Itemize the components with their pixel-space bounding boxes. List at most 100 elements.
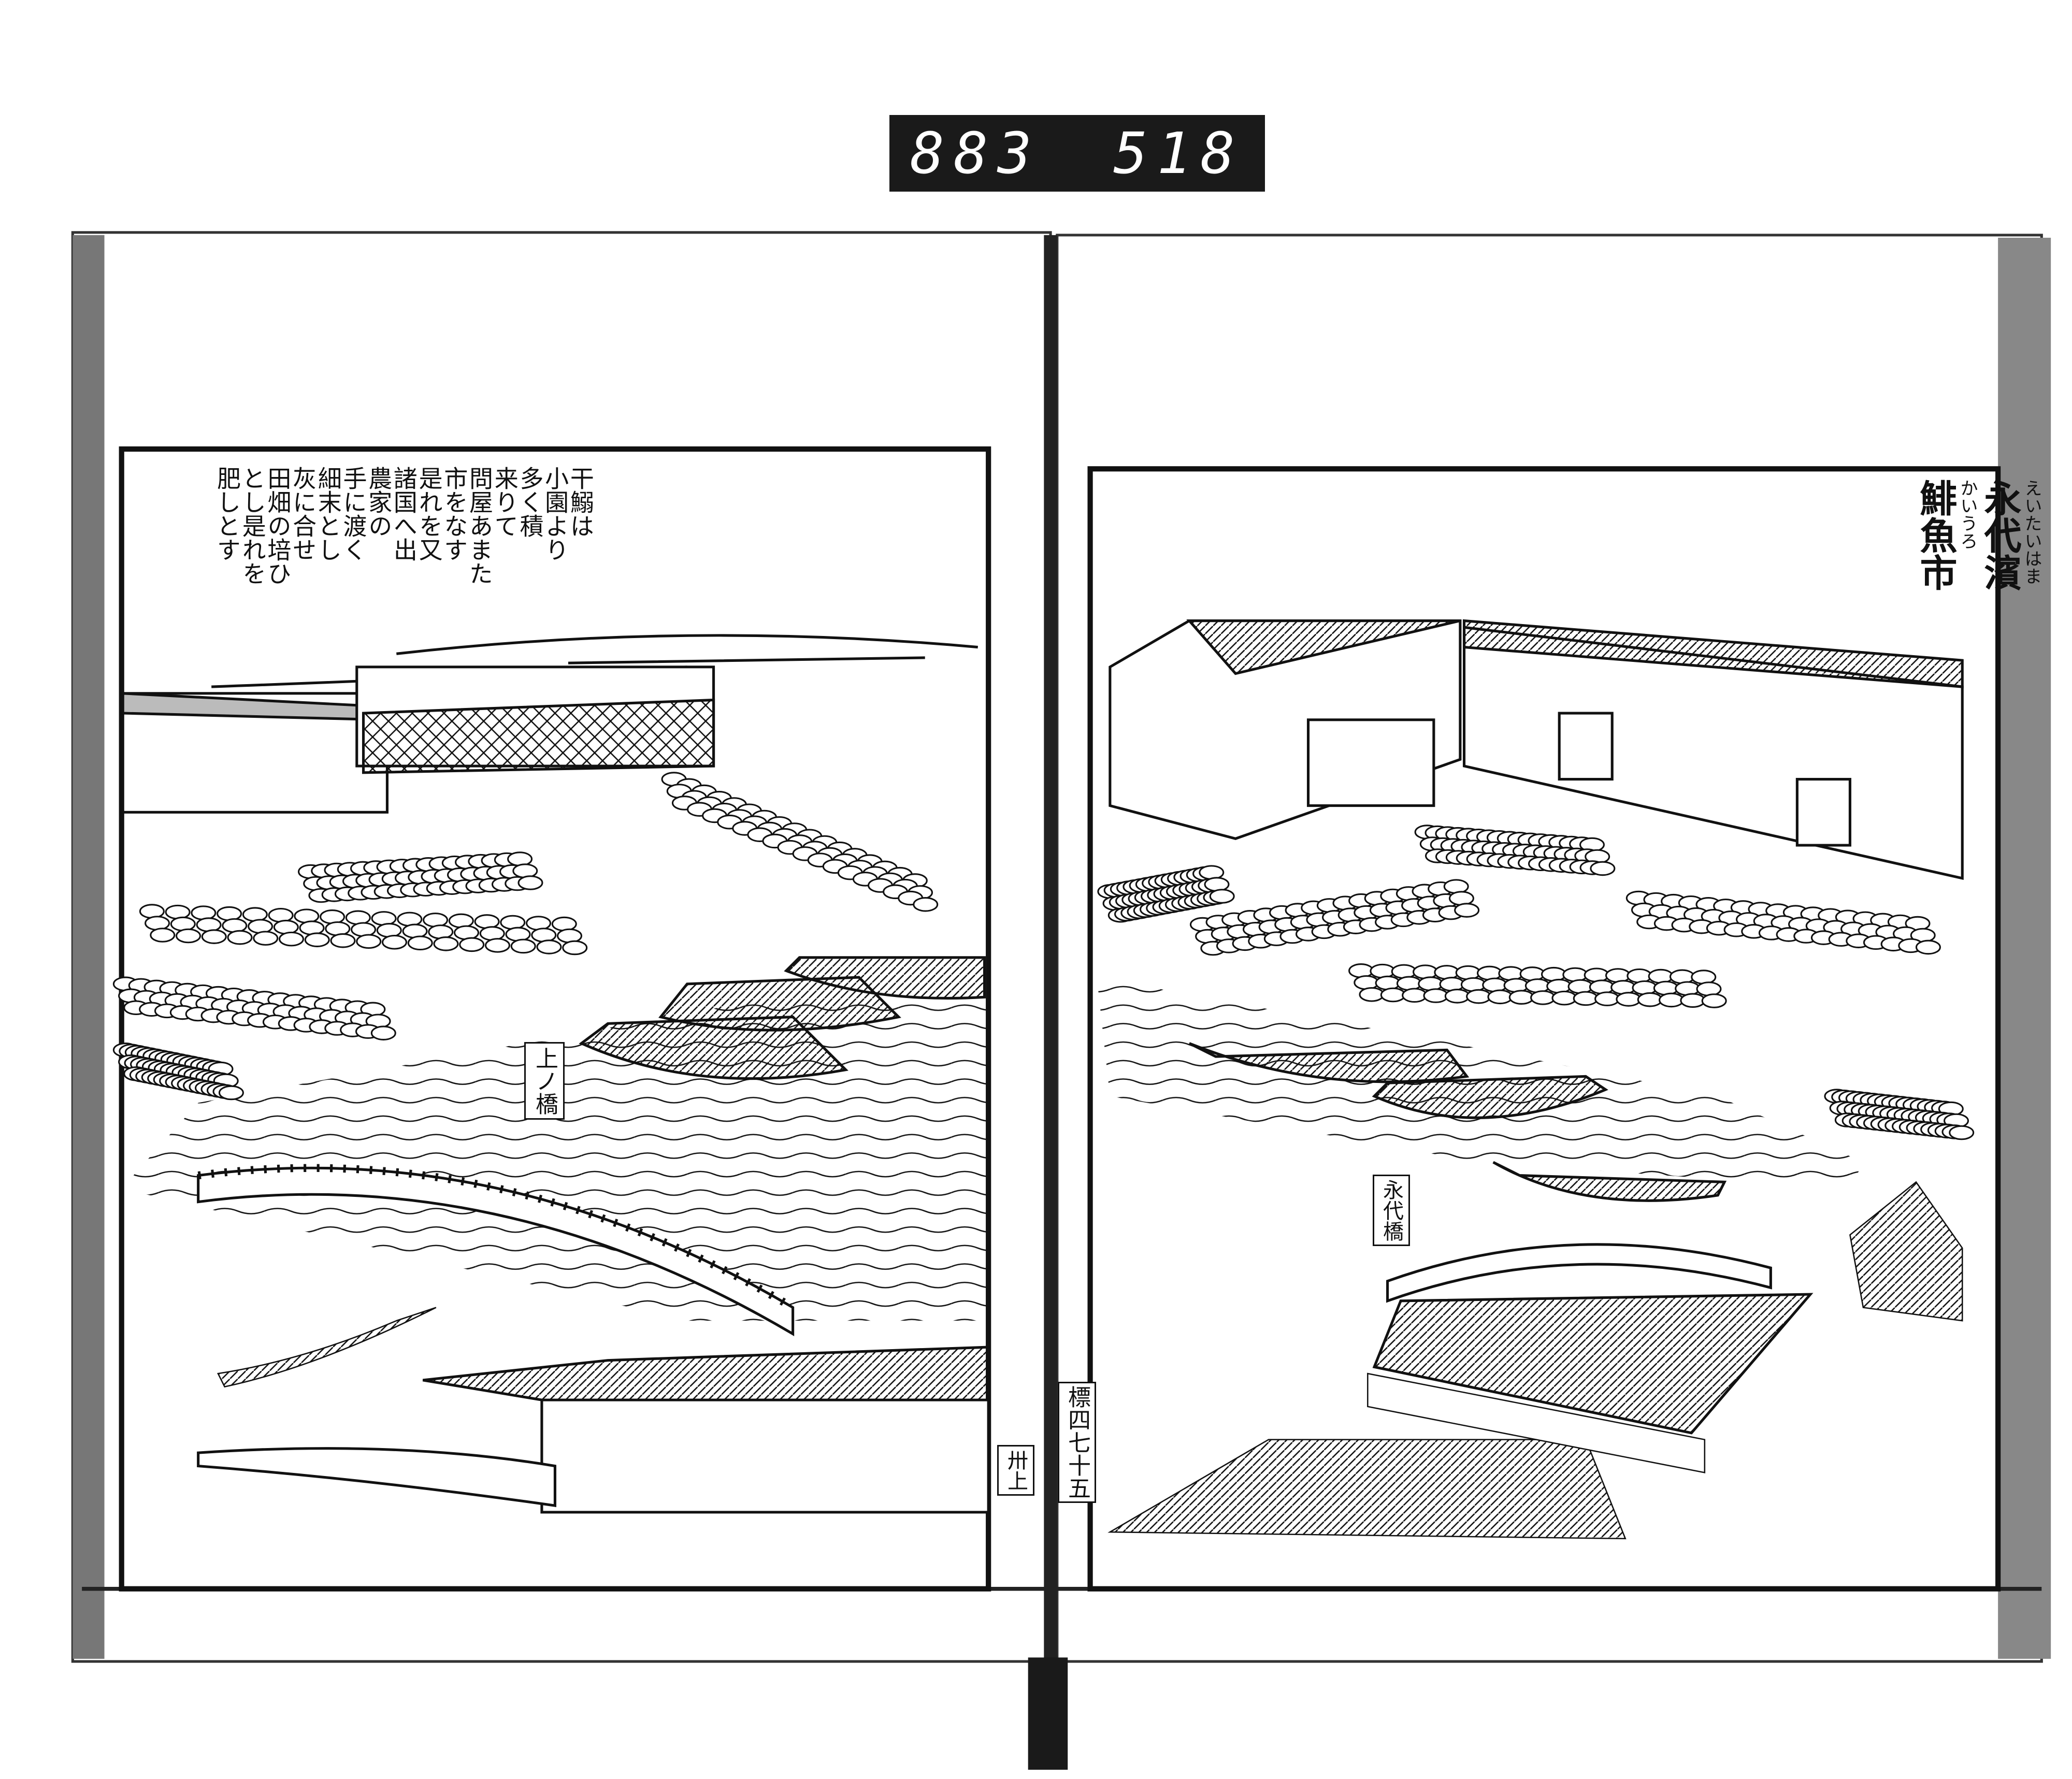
bale xyxy=(1454,903,1480,918)
text-column: とし是れを xyxy=(238,466,267,585)
bale xyxy=(1594,991,1620,1006)
bale xyxy=(474,914,500,929)
text-column: 多く積 xyxy=(516,466,544,538)
left-page-text: 干鰯は 小園より 多く積 来りて 問屋あまた 市をなす 是れを又 諸国へ出 農家… xyxy=(213,466,595,642)
bale xyxy=(448,913,474,929)
bale xyxy=(1659,992,1685,1008)
right-page-edge xyxy=(1998,238,2051,1659)
bale xyxy=(512,863,538,878)
bridge-label-left: 上ノ橋 xyxy=(524,1042,565,1120)
left-page-marker: 卅上 xyxy=(997,1445,1034,1496)
text-column: 干鰯は xyxy=(566,466,595,538)
bale xyxy=(1541,966,1566,982)
bale xyxy=(1466,989,1492,1004)
bale xyxy=(1209,889,1235,904)
bale xyxy=(1439,977,1465,992)
bale xyxy=(253,931,279,946)
bale xyxy=(1680,993,1706,1008)
text-column: 農家の xyxy=(365,466,393,538)
bale xyxy=(1519,966,1545,981)
bale xyxy=(1691,970,1717,985)
bale xyxy=(1354,975,1379,990)
right-warehouses xyxy=(1109,619,1964,880)
fish-bag-piles xyxy=(112,772,1975,1140)
bale xyxy=(1616,992,1642,1007)
bale xyxy=(217,906,242,921)
bale xyxy=(517,875,543,890)
spine-block xyxy=(1028,1657,1068,1770)
spine xyxy=(1044,235,1057,1768)
text-column: 肥しとす xyxy=(213,466,241,561)
bale xyxy=(165,904,191,920)
bale xyxy=(1444,989,1470,1004)
bale xyxy=(268,907,294,923)
bale xyxy=(557,928,582,944)
scan-number-left: 883 xyxy=(910,120,1041,186)
bale xyxy=(356,934,382,949)
bale xyxy=(1455,965,1481,980)
text-column: 是れを又 xyxy=(415,466,443,561)
text-column: 来りて xyxy=(491,466,519,538)
bale xyxy=(1204,877,1230,892)
right-page-marker: 標四七十五 xyxy=(1058,1382,1096,1503)
bale xyxy=(196,917,222,932)
bale xyxy=(1503,978,1529,993)
bale xyxy=(459,937,485,952)
bale xyxy=(304,932,330,947)
bale xyxy=(1648,968,1674,984)
bale xyxy=(170,916,196,932)
bale xyxy=(330,933,356,948)
bale xyxy=(1610,980,1636,995)
bale xyxy=(1589,979,1615,994)
bale xyxy=(1669,969,1695,985)
bale xyxy=(150,928,176,943)
bale xyxy=(484,938,510,953)
right-boats xyxy=(1188,1042,1727,1202)
bale xyxy=(500,915,526,930)
title-ruby: かいうろ xyxy=(1957,479,1978,549)
small-boat xyxy=(217,1307,437,1388)
bale xyxy=(505,927,531,942)
left-river xyxy=(121,1004,989,1321)
bale xyxy=(1573,991,1599,1006)
right-bridge xyxy=(1386,1243,1772,1303)
bale xyxy=(1524,978,1550,993)
bale xyxy=(191,905,217,920)
text-column: 手に渡く xyxy=(339,466,368,561)
bale xyxy=(1530,990,1556,1005)
bale xyxy=(1375,975,1401,991)
bale xyxy=(551,916,577,932)
bale xyxy=(507,851,533,866)
text-column: 田畑の培ひ xyxy=(264,466,292,585)
bale xyxy=(1546,978,1572,994)
right-illustration-frame xyxy=(1087,466,2001,1592)
bale xyxy=(913,897,939,912)
right-shop-roof xyxy=(1372,1293,1814,1435)
right-shop-front xyxy=(1367,1372,1706,1473)
left-boats xyxy=(579,956,986,1080)
bale xyxy=(1915,939,1941,955)
bale xyxy=(1551,990,1577,1006)
bale xyxy=(279,931,304,947)
bale xyxy=(1380,987,1406,1003)
bale xyxy=(1487,989,1513,1005)
bale xyxy=(345,910,371,925)
left-warehouses xyxy=(121,666,715,814)
bale xyxy=(1637,992,1663,1007)
bale xyxy=(1396,976,1422,991)
scan-number-right: 518 xyxy=(1113,120,1244,186)
bale xyxy=(1653,980,1679,996)
bale xyxy=(510,938,536,954)
bale xyxy=(1482,977,1508,993)
left-bridge xyxy=(197,1166,795,1337)
bale xyxy=(1434,965,1460,980)
bale xyxy=(1402,988,1428,1003)
bale xyxy=(397,912,423,927)
text-column: 問屋あまた xyxy=(466,466,494,585)
bale xyxy=(242,907,268,922)
bale xyxy=(1199,865,1225,880)
bale xyxy=(1448,891,1474,906)
scan-number-tag: 883 518 xyxy=(889,115,1265,192)
bale xyxy=(479,926,505,941)
